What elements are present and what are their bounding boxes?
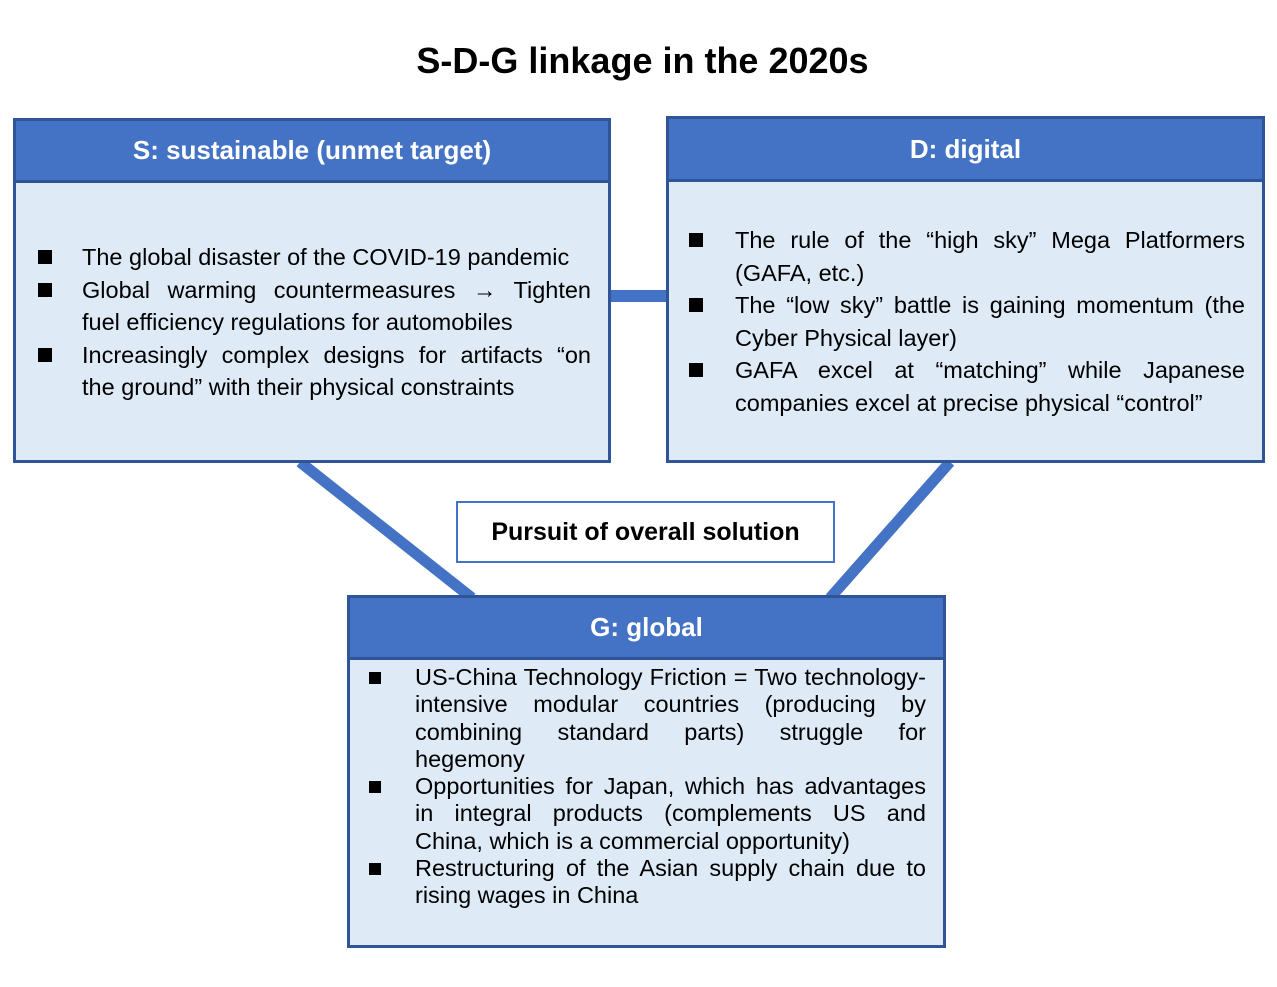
list-item: The global disaster of the COVID-19 pand…	[38, 241, 591, 274]
d-header: D: digital	[669, 119, 1262, 182]
diagram-title: S-D-G linkage in the 2020s	[416, 40, 869, 81]
connector-d-g	[825, 458, 955, 602]
g-box: G: global US-China Technology Friction =…	[347, 595, 946, 948]
g-list: US-China Technology Friction = Two techn…	[369, 664, 926, 910]
bullet-icon	[369, 672, 381, 684]
list-item: Increasingly complex designs for artifac…	[38, 339, 591, 404]
bullet-icon	[38, 347, 52, 362]
list-item: Global warming countermeasures → Tighten…	[38, 274, 591, 339]
connector-s-g	[296, 457, 476, 603]
bullet-icon	[689, 233, 703, 247]
g-header: G: global	[350, 598, 943, 660]
bullet-icon	[689, 363, 703, 377]
s-box: S: sustainable (unmet target) The global…	[13, 118, 611, 463]
bullet-icon	[689, 298, 703, 312]
list-item: The “low sky” battle is gaining momentum…	[689, 289, 1245, 354]
bullet-icon	[369, 863, 381, 876]
d-box: D: digital The rule of the “high sky” Me…	[666, 116, 1265, 463]
bullet-icon	[38, 282, 52, 297]
s-list: The global disaster of the COVID-19 pand…	[38, 241, 591, 404]
s-header: S: sustainable (unmet target)	[16, 121, 608, 183]
list-item: Restructuring of the Asian supply chain …	[369, 855, 926, 910]
overall-solution-label: Pursuit of overall solution	[456, 501, 835, 563]
list-item: US-China Technology Friction = Two techn…	[369, 664, 926, 773]
list-item: Opportunities for Japan, which has advan…	[369, 773, 926, 855]
bullet-icon	[38, 250, 52, 264]
bullet-icon	[369, 781, 381, 794]
list-item: GAFA excel at “matching” while Japanese …	[689, 354, 1245, 419]
list-item: The rule of the “high sky” Mega Platform…	[689, 224, 1245, 289]
d-list: The rule of the “high sky” Mega Platform…	[689, 224, 1245, 419]
